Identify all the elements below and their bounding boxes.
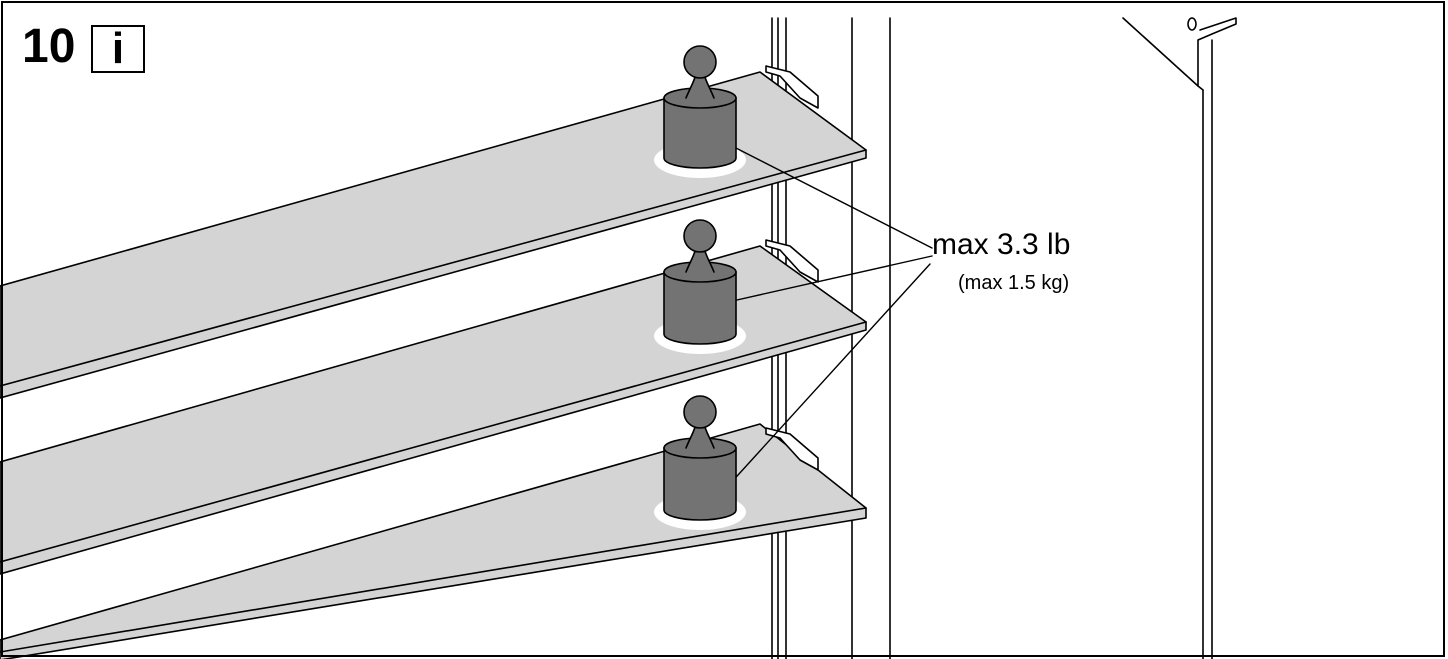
max-load-label: max 3.3 lb — [932, 228, 1071, 261]
shelf-top — [0, 65, 867, 399]
shelf-bottom — [0, 423, 867, 659]
weight-middle — [654, 219, 746, 354]
info-icon: i — [91, 24, 145, 73]
info-icon-glyph: i — [111, 24, 125, 73]
leader-lines — [727, 143, 933, 487]
step-number: 10 — [22, 20, 76, 73]
max-load-metric-label: (max 1.5 kg) — [958, 272, 1070, 294]
door-edge — [1122, 17, 1237, 659]
shelf-middle — [0, 239, 867, 575]
weight-top — [654, 45, 746, 178]
weight-bottom — [654, 395, 746, 530]
